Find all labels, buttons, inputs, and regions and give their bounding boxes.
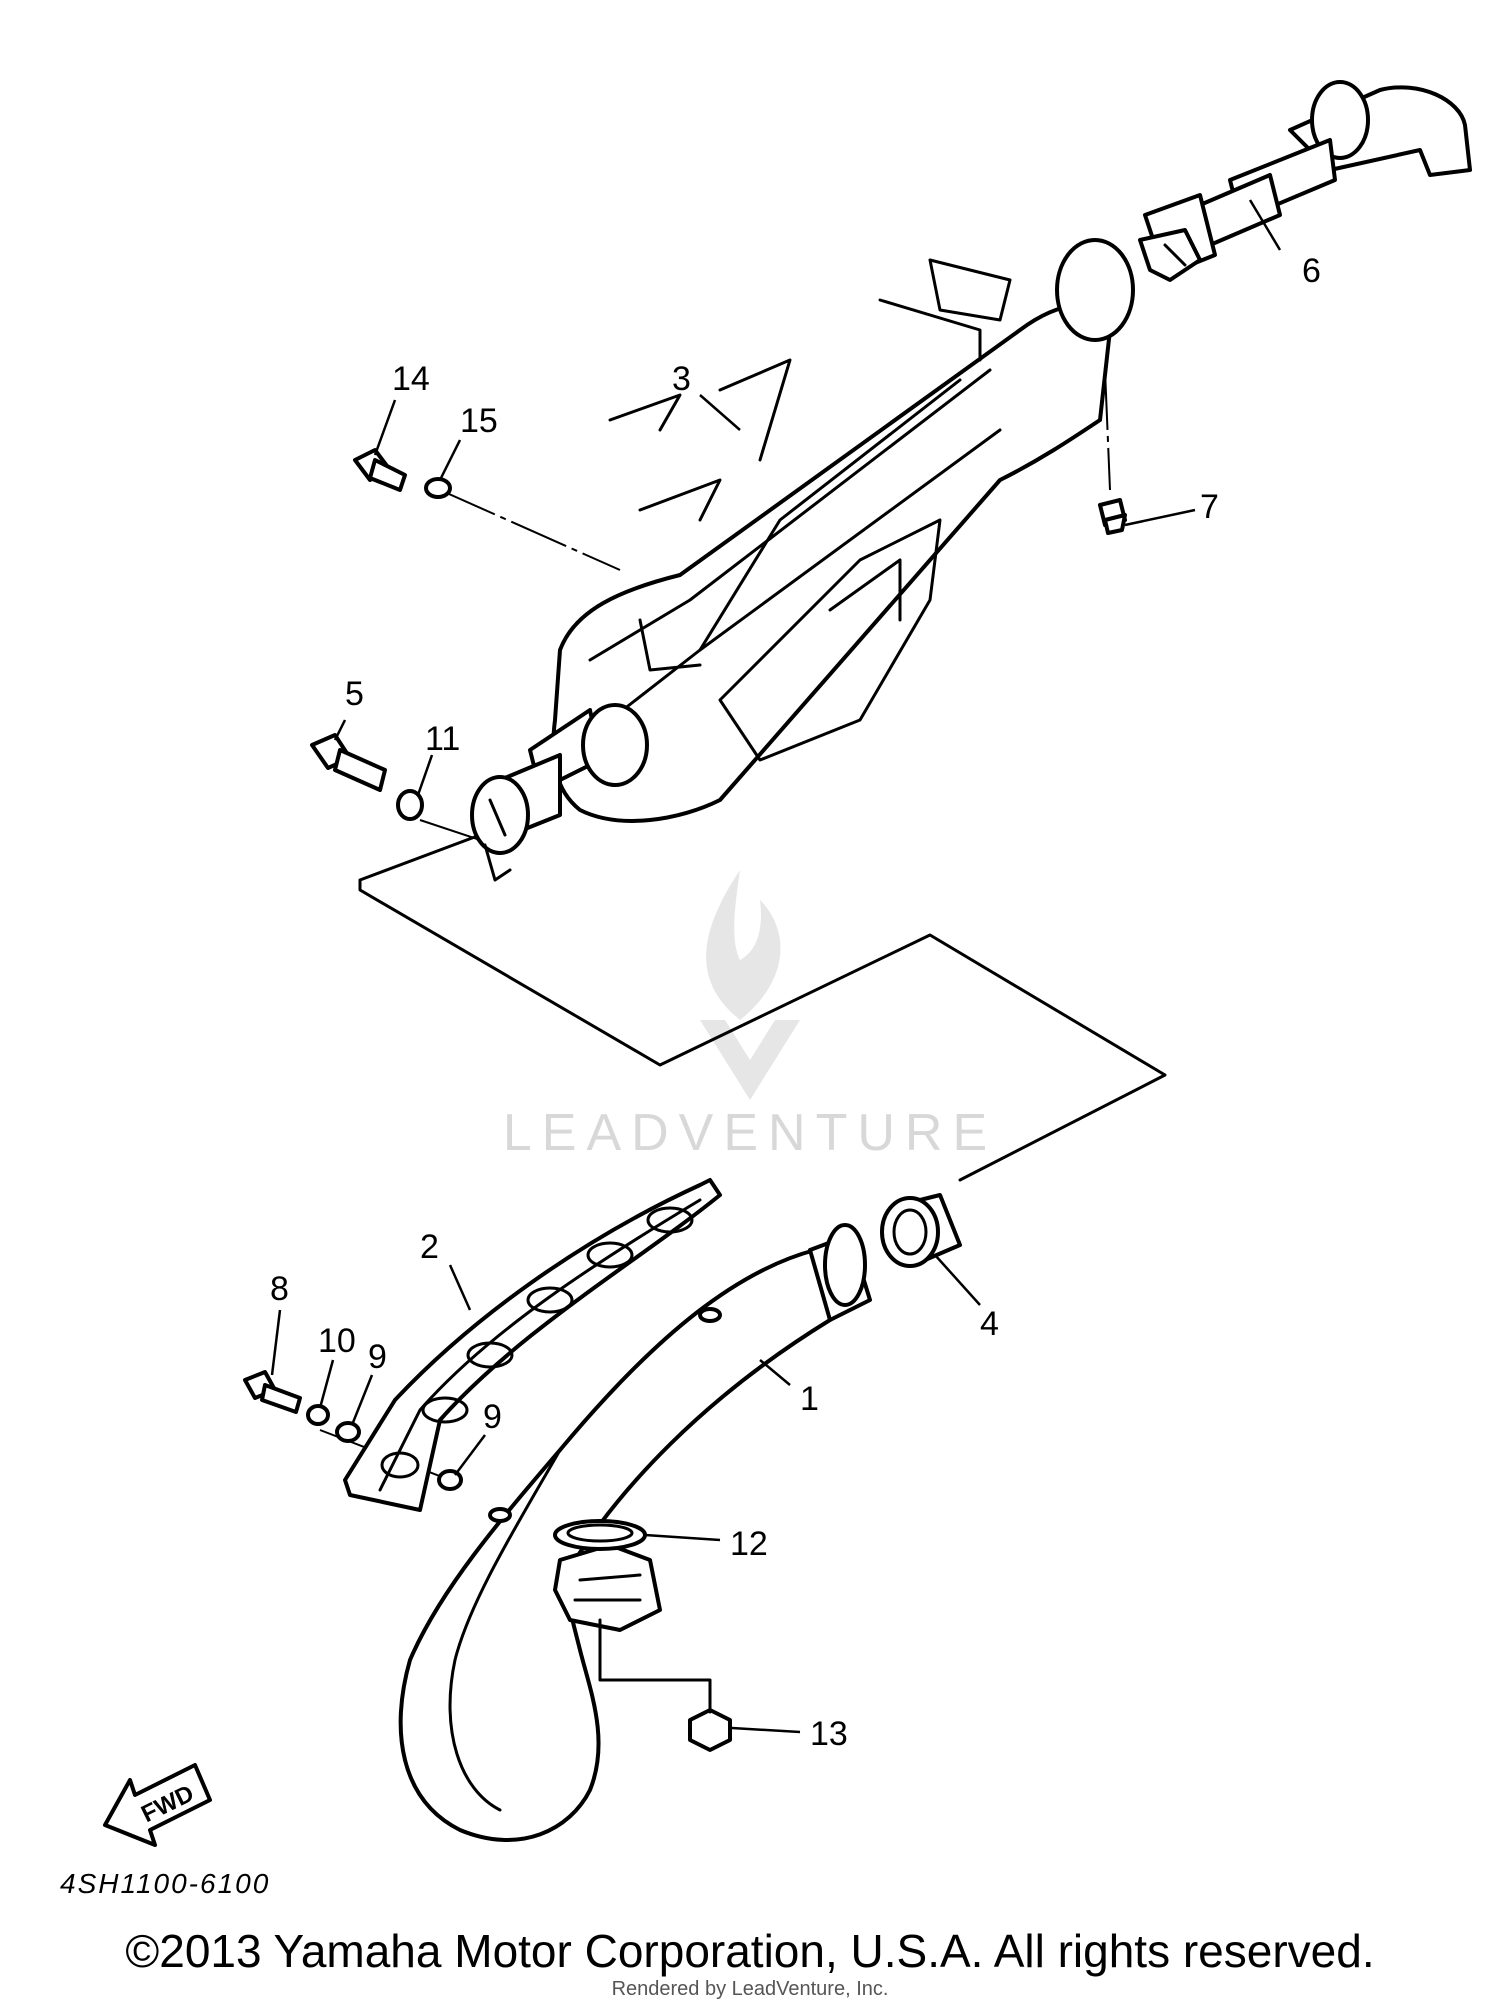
- dash-line-screw-7: [1104, 369, 1111, 491]
- dash-line-bolt-5: [419, 819, 481, 841]
- leader-9b: [454, 1434, 486, 1476]
- leader-11: [416, 754, 434, 796]
- washer-11: [396, 789, 424, 821]
- leader-10: [318, 1359, 335, 1409]
- watermark-text: LEADVENTURE: [503, 1104, 997, 1162]
- callout-13: 13: [810, 1715, 848, 1753]
- reference-code: 4SH1100-6100: [60, 1868, 270, 1899]
- leader-12: [644, 1533, 721, 1542]
- leader-6: [1248, 199, 1282, 251]
- gasket-12: [553, 1519, 647, 1551]
- callout-8: 8: [270, 1270, 289, 1308]
- leader-4: [934, 1254, 981, 1306]
- silencer: [470, 238, 1135, 882]
- leader-3: [699, 394, 741, 431]
- assembly-outline: [358, 833, 1167, 1182]
- callout-6: 6: [1302, 252, 1321, 290]
- protector: [343, 1178, 722, 1512]
- callout-2: 2: [420, 1228, 439, 1266]
- callout-7: 7: [1200, 488, 1219, 526]
- washer-15: [424, 477, 452, 499]
- leadventure-watermark: LEADVENTURE: [503, 870, 997, 1162]
- callout-9a: 9: [368, 1338, 387, 1376]
- callout-5: 5: [345, 675, 364, 713]
- washer-9a: [335, 1421, 361, 1443]
- bolt-8: [243, 1370, 302, 1414]
- bolt-5: [310, 733, 387, 792]
- leader-13: [731, 1726, 801, 1734]
- callout-9b: 9: [483, 1398, 502, 1436]
- gasket-4: [880, 1193, 962, 1268]
- leader-8: [270, 1309, 282, 1376]
- callout-12: 12: [730, 1525, 768, 1563]
- callout-15: 15: [460, 402, 498, 440]
- callout-14: 14: [392, 360, 430, 398]
- bolt-14: [353, 448, 407, 492]
- callout-1: 1: [800, 1380, 819, 1418]
- callout-11: 11: [425, 720, 460, 758]
- lock-washer-10: [306, 1404, 330, 1426]
- washer-9b: [437, 1469, 463, 1491]
- leader-5: [333, 719, 347, 741]
- exhaust-pipe: [398, 1223, 872, 1842]
- callout-10: 10: [318, 1322, 356, 1360]
- leader-14: [373, 399, 397, 456]
- leader-1: [759, 1359, 791, 1386]
- callout-4: 4: [980, 1305, 999, 1343]
- dash-line-bolt-14: [439, 489, 621, 571]
- leader-15: [438, 439, 462, 481]
- rendered-by-notice: Rendered by LeadVenture, Inc.: [611, 1978, 889, 2000]
- tail-pipe: [1138, 80, 1472, 282]
- leader-9a: [350, 1374, 374, 1426]
- leader-2: [448, 1264, 472, 1311]
- screw-7: [1098, 498, 1127, 535]
- fwd-arrow-icon: FWD: [103, 1763, 212, 1847]
- nut-13: [598, 1618, 732, 1752]
- copyright-notice: ©2013 Yamaha Motor Corporation, U.S.A. A…: [125, 1925, 1375, 1977]
- leader-7: [1124, 508, 1196, 527]
- callout-3: 3: [672, 360, 691, 398]
